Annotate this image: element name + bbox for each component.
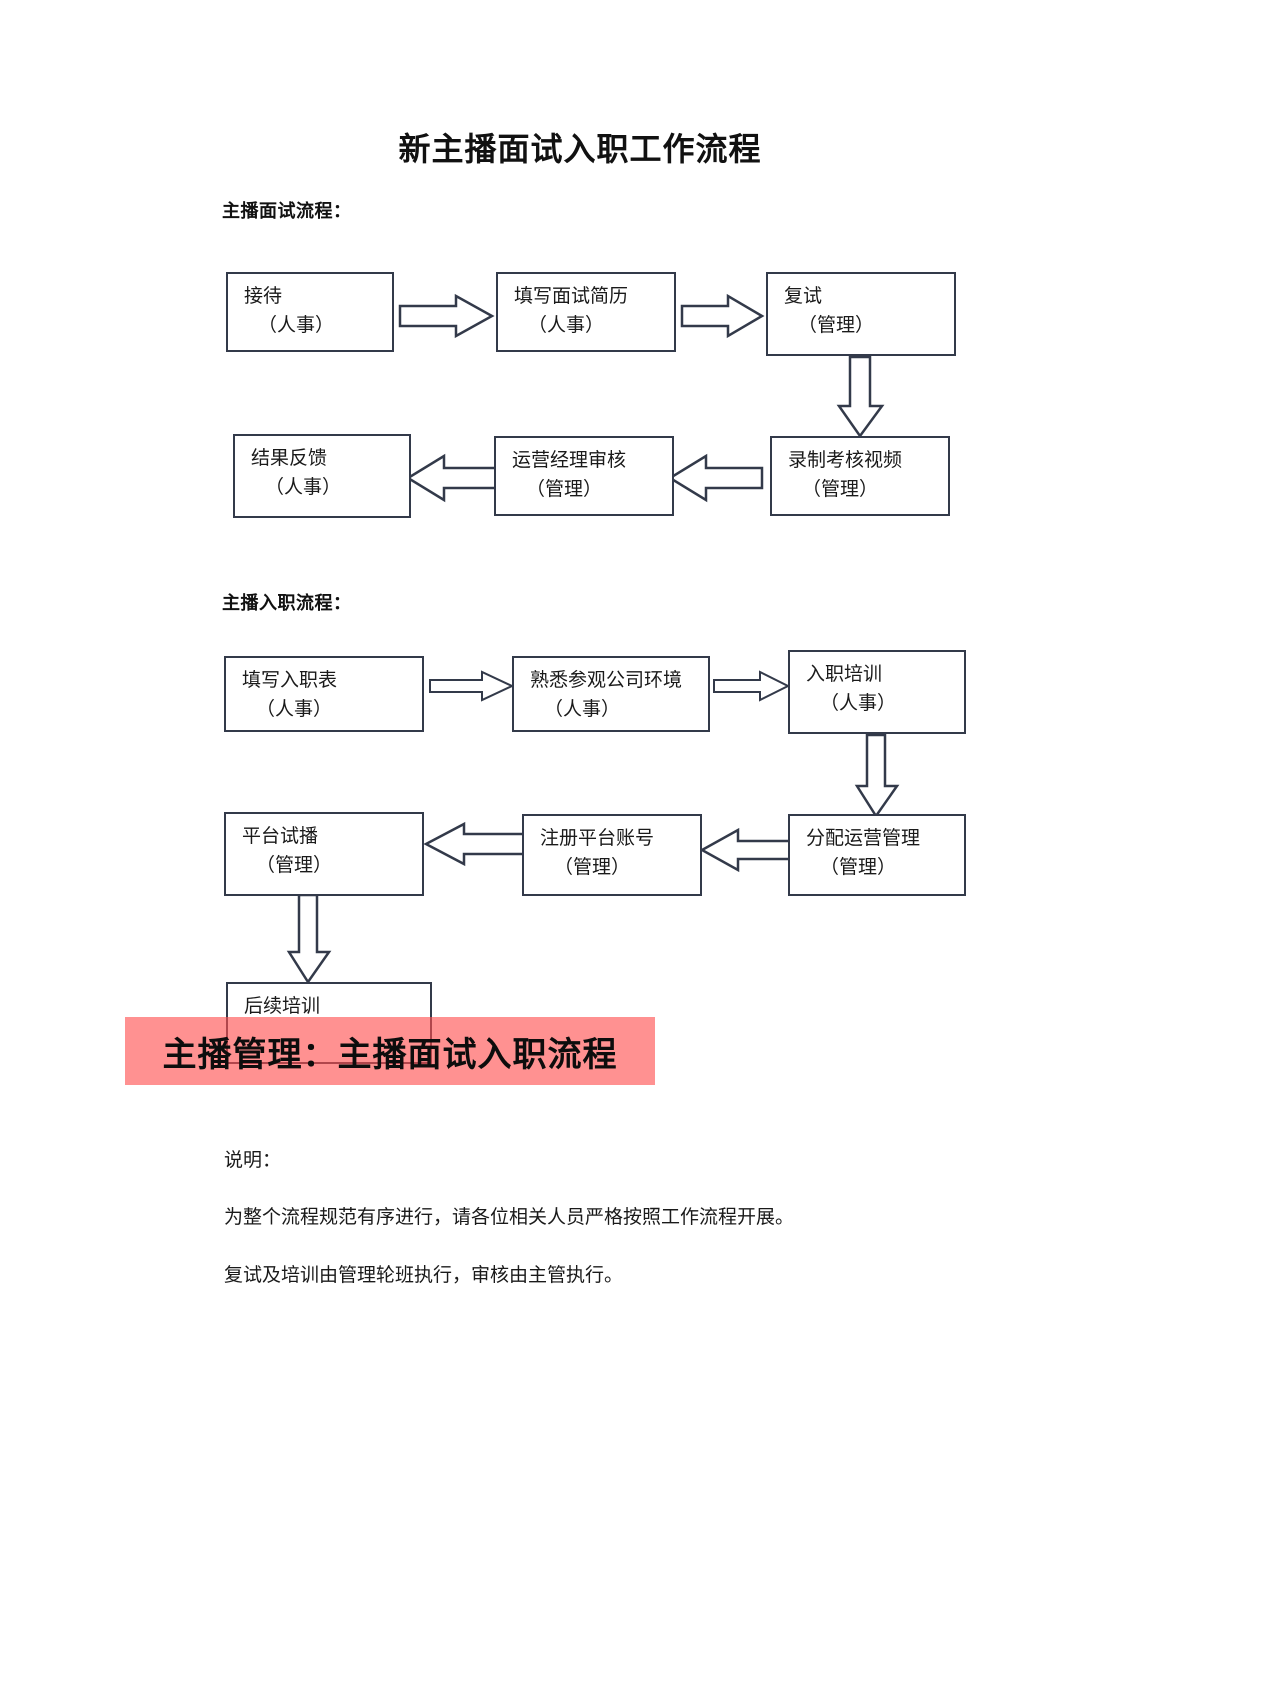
flow-node-fill-resume: 填写面试简历 （人事） [496,272,676,352]
arrow-fill-form-to-tour-company [428,668,515,704]
flow-node-label: 后续培训 [244,996,321,1017]
arrow-orientation-to-assign-ops [854,733,900,819]
page-title: 新主播面试入职工作流程 [398,131,762,167]
arrow-fill-resume-to-second-round [680,293,765,339]
notes-line-1: 为整个流程规范有序进行，请各位相关人员严格按照工作流程开展。 [224,1207,795,1228]
flow-node-reception: 接待 （人事） [226,272,394,352]
flow-node-label: 熟悉参观公司环境 [530,670,683,691]
flow-node-assign-ops: 分配运营管理 （管理） [788,814,966,896]
flow-node-owner: （人事） [544,699,621,721]
arrow-register-acct-to-trial-stream [423,821,528,867]
flow-node-manager-review: 运营经理审核 （管理） [494,436,674,516]
flow-node-fill-form: 填写入职表 （人事） [224,656,424,732]
flow-node-owner: （人事） [256,699,333,721]
arrow-tour-company-to-orientation [712,668,791,704]
flow-node-tour-company: 熟悉参观公司环境 （人事） [512,656,710,732]
flow-node-label: 复试 [784,286,823,307]
flow-node-orientation: 入职培训 （人事） [788,650,966,734]
flow-node-label: 接待 [244,286,283,307]
flow-node-owner: （人事） [258,315,335,337]
flow-node-result-feedback: 结果反馈 （人事） [233,434,411,518]
section-header-onboard: 主播入职流程： [222,593,352,613]
arrow-second-round-to-record-video [836,355,886,439]
notes-line-2: 复试及培训由管理轮班执行，审核由主管执行。 [224,1265,624,1286]
notes-label: 说明： [224,1150,282,1171]
flow-node-owner: （人事） [528,315,605,337]
flow-node-owner: （人事） [820,693,897,715]
flow-node-label: 运营经理审核 [512,450,627,471]
flow-node-register-acct: 注册平台账号 （管理） [522,814,702,896]
flow-node-owner: （管理） [256,855,333,877]
arrow-trial-stream-to-follow-up [286,893,332,985]
flow-node-label: 平台试播 [242,826,319,847]
flow-node-label: 分配运营管理 [806,828,921,849]
flow-node-trial-stream: 平台试播 （管理） [224,812,424,896]
arrow-record-video-to-manager-review [667,453,764,503]
flow-node-label: 填写入职表 [242,670,338,691]
flow-node-owner: （管理） [820,857,897,879]
flow-node-label: 录制考核视频 [788,450,903,471]
section-header-interview: 主播面试流程： [222,201,352,221]
flow-node-label: 入职培训 [806,664,883,685]
highlight-banner-text: 主播管理：主播面试入职流程 [162,1035,618,1074]
flow-node-owner: （管理） [802,479,879,501]
arrow-manager-review-to-result-feedback [405,453,502,503]
flow-node-owner: （管理） [554,857,631,879]
arrow-reception-to-fill-resume [398,293,495,339]
flow-node-label: 注册平台账号 [540,828,655,849]
flow-node-label: 填写面试简历 [514,286,629,307]
flow-node-owner: （管理） [526,479,603,501]
flow-node-record-video: 录制考核视频 （管理） [770,436,950,516]
flow-node-label: 结果反馈 [251,448,328,469]
flow-node-owner: （人事） [265,477,342,499]
highlight-banner: 主播管理：主播面试入职流程 [125,1017,655,1085]
flow-node-second-round: 复试 （管理） [766,272,956,356]
arrow-assign-ops-to-register-acct [699,827,796,873]
flow-node-owner: （管理） [798,315,875,337]
